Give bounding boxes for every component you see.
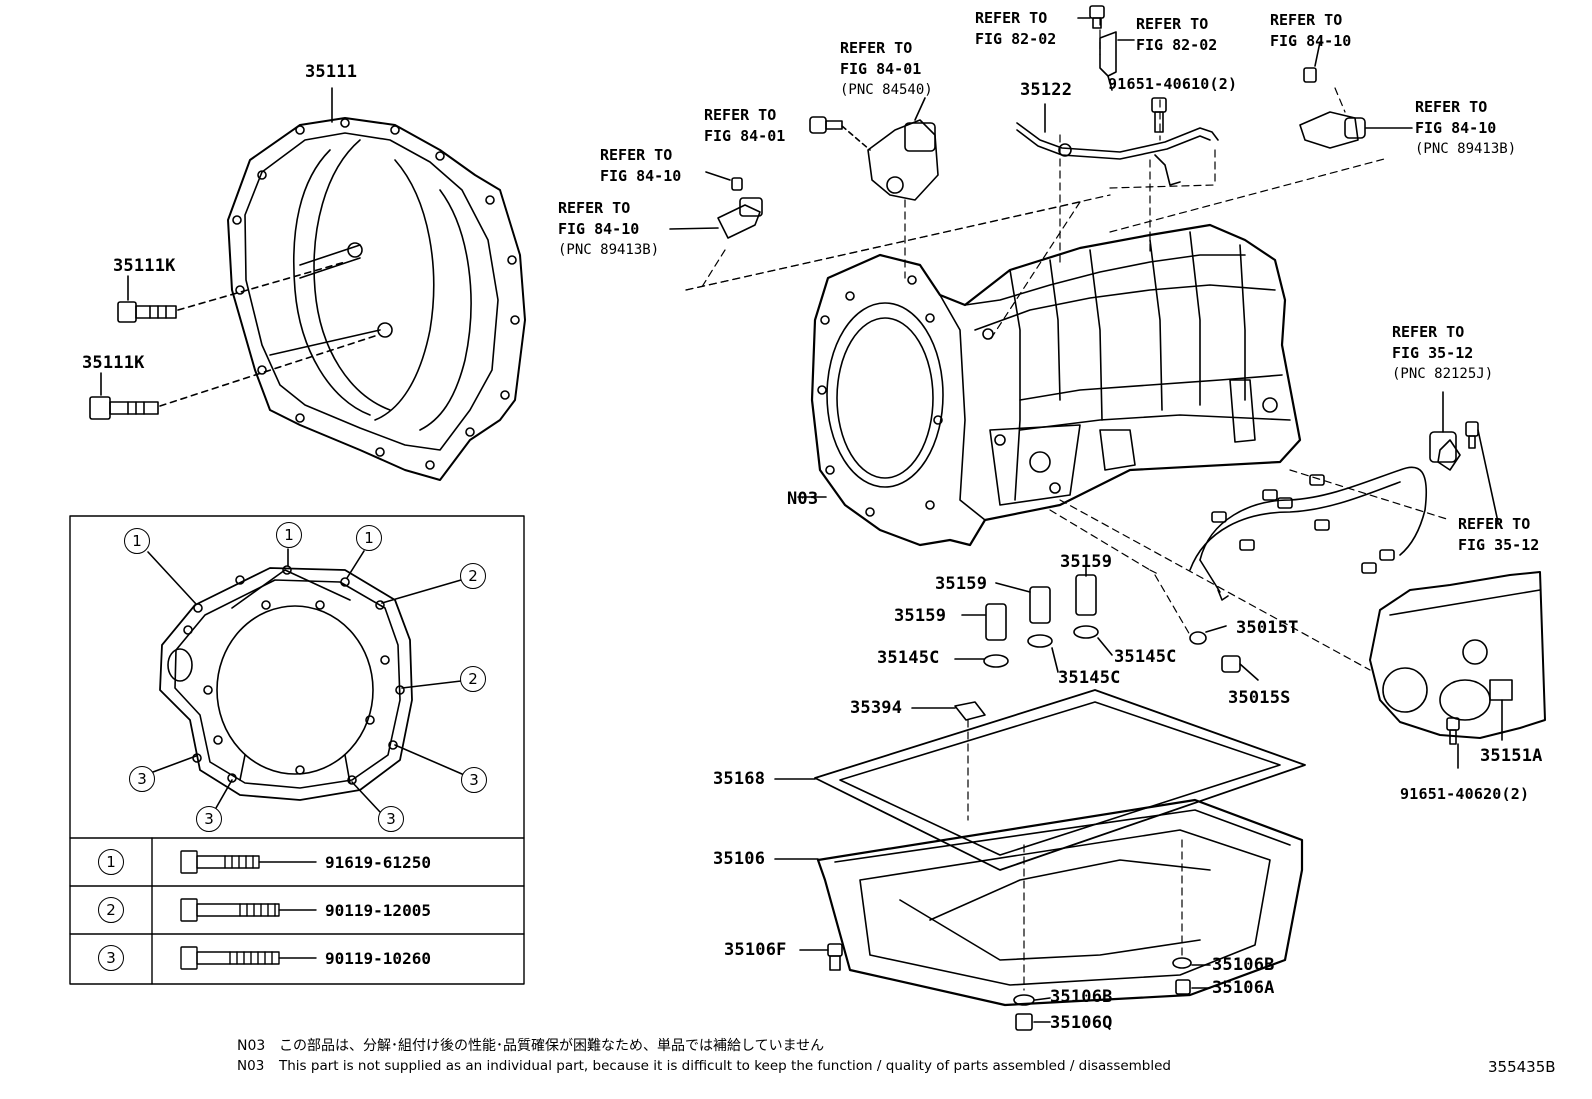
housing-bolt-lower-drawing — [89, 335, 376, 420]
label-35106q: 35106Q — [1050, 1013, 1113, 1033]
bolt-marker-3: 3 — [378, 806, 404, 832]
label-91651-40610: 91651-40610(2) — [1108, 75, 1238, 93]
label-35111: 35111 — [305, 62, 358, 82]
oil-pan-drawing — [774, 798, 1304, 1031]
label-91651-40620: 91651-40620(2) — [1400, 785, 1530, 803]
sensor-84540-drawing — [809, 97, 939, 201]
speed-sensor-right-drawing — [1299, 41, 1413, 149]
pipe-bolt-drawing — [1151, 97, 1167, 133]
magnet-drawing — [911, 701, 986, 721]
label-35106b-right: 35106B — [1212, 955, 1275, 975]
bolt-marker-1: 1 — [124, 528, 150, 554]
label-35106f: 35106F — [724, 940, 787, 960]
valve-body-drawing — [1369, 571, 1546, 769]
label-35168: 35168 — [713, 769, 766, 789]
legend-key: 3 — [98, 945, 124, 971]
label-35145c-right: 35145C — [1114, 647, 1177, 667]
legend-key: 1 — [98, 849, 124, 875]
speed-sensor-left-drawing — [669, 171, 763, 239]
bolt-marker-1: 1 — [276, 522, 302, 548]
legend-key: 2 — [98, 897, 124, 923]
bolt-marker-2: 2 — [460, 666, 486, 692]
label-n03: N03 — [787, 489, 819, 509]
label-35394: 35394 — [850, 698, 903, 718]
legend-part-number: 91619-61250 — [325, 853, 431, 872]
bolt-marker-3: 3 — [461, 767, 487, 793]
label-35159-right: 35159 — [1060, 552, 1113, 572]
label-35106: 35106 — [713, 849, 766, 869]
label-35106b-bottom: 35106B — [1050, 987, 1113, 1007]
bolt-marker-3: 3 — [196, 806, 222, 832]
label-35111k-lower: 35111K — [82, 353, 145, 373]
label-35145c-mid: 35145C — [1058, 668, 1121, 688]
bolt-marker-1: 1 — [356, 525, 382, 551]
bolt-marker-3: 3 — [129, 766, 155, 792]
housing-bolt-upper-drawing — [117, 261, 346, 323]
oil-pipe-drawing — [1016, 103, 1219, 186]
label-35145c-left: 35145C — [877, 648, 940, 668]
label-35106a: 35106A — [1212, 978, 1275, 998]
transmission-case-drawing — [797, 223, 1302, 547]
strainer-plugs-drawing — [954, 565, 1259, 681]
legend-part-number: 90119-12005 — [325, 901, 431, 920]
label-35159-left: 35159 — [894, 606, 947, 626]
bolt-pattern-box — [69, 515, 525, 985]
illustration-number: 355435B — [1488, 1058, 1556, 1076]
pan-gasket-drawing — [774, 689, 1306, 871]
label-35159-mid: 35159 — [935, 574, 988, 594]
label-35151a: 35151A — [1480, 746, 1543, 766]
legend-part-number: 90119-10260 — [325, 949, 431, 968]
label-35122: 35122 — [1020, 80, 1073, 100]
label-35111k-upper: 35111K — [113, 256, 176, 276]
transmission-housing-drawing — [227, 87, 526, 481]
label-35015s: 35015S — [1228, 688, 1291, 708]
wire-harness-drawing — [1189, 391, 1499, 601]
bracket-82-02-drawing — [1077, 5, 1135, 91]
label-35015t: 35015T — [1236, 618, 1299, 638]
bolt-marker-2: 2 — [460, 563, 486, 589]
assembly-leaders — [685, 17, 1451, 991]
